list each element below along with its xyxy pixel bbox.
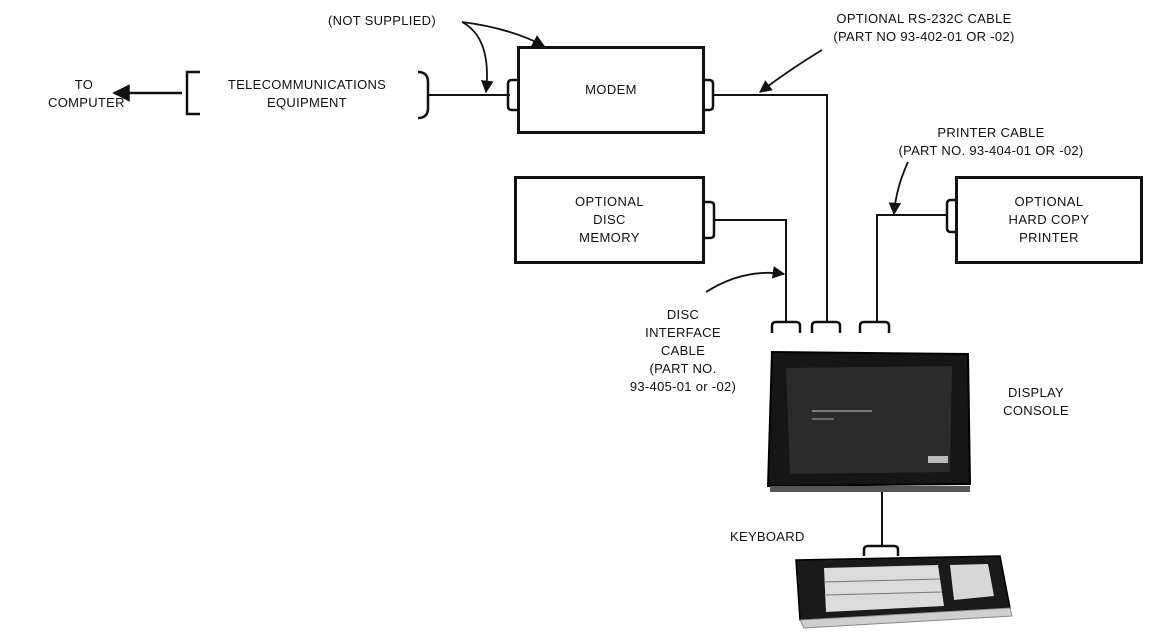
telecom-label: TELECOMMUNICATIONS EQUIPMENT <box>227 77 387 110</box>
to-computer-label: TO COMPUTER <box>48 77 125 110</box>
rs232-leader <box>758 49 823 93</box>
printer-cable <box>876 214 947 322</box>
not-supplied-leader-1 <box>461 21 494 94</box>
disc-cable-label: DISC INTERFACE CABLE (PART NO. 93-405-01… <box>629 307 737 394</box>
console-connector-modem <box>810 320 842 333</box>
keyboard-connector <box>862 544 900 556</box>
keyboard-label: KEYBOARD <box>730 529 805 544</box>
telecom-connector <box>417 70 430 120</box>
not-supplied-leader-2 <box>461 21 546 47</box>
disc-cable <box>714 219 787 322</box>
display-console <box>766 350 972 492</box>
modem-left-plug <box>506 78 519 112</box>
not-supplied-label: (NOT SUPPLIED) <box>328 13 436 28</box>
modem-box: MODEM <box>517 46 705 134</box>
rs232-cable-label: OPTIONAL RS-232C CABLE (PART NO 93-402-0… <box>833 11 1015 44</box>
printer-cable-leader <box>888 161 909 216</box>
console-connector-disc <box>770 320 802 333</box>
disc-cable-leader <box>705 266 786 293</box>
console-connector-printer <box>858 320 891 333</box>
keyboard <box>795 555 1013 629</box>
printer-box: OPTIONAL HARD COPY PRINTER <box>955 176 1143 264</box>
printer-cable-label: PRINTER CABLE (PART NO. 93-404-01 OR -02… <box>898 125 1084 158</box>
printer-label: OPTIONAL HARD COPY PRINTER <box>1008 194 1090 245</box>
telecom-bracket <box>185 70 200 116</box>
display-console-label: DISPLAY CONSOLE <box>1003 385 1069 418</box>
modem-label: MODEM <box>585 82 637 97</box>
disc-memory-box: OPTIONAL DISC MEMORY <box>514 176 705 264</box>
disc-memory-label: OPTIONAL DISC MEMORY <box>575 194 644 245</box>
rs232-cable <box>713 94 828 322</box>
